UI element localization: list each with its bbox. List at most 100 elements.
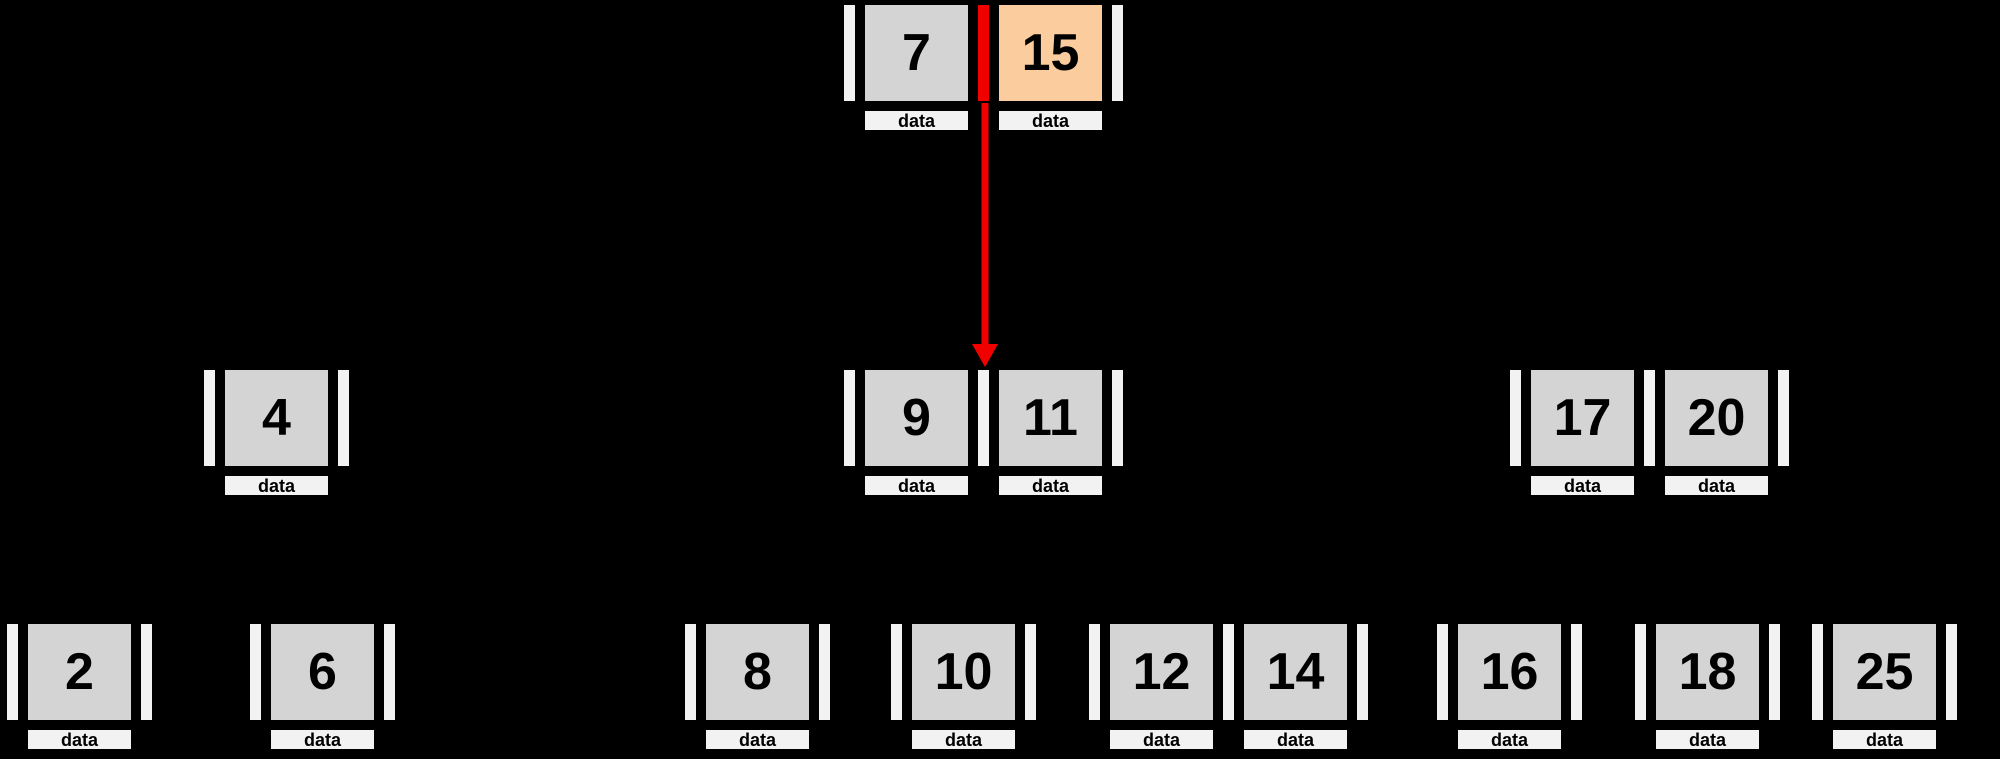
data-pointer-box: data	[223, 474, 330, 497]
pointer-slot	[1508, 368, 1523, 468]
data-pointer-label: data	[897, 475, 935, 496]
pointer-slot	[1633, 622, 1648, 722]
key-cell-highlighted: 15	[997, 3, 1104, 103]
data-pointer-box: data	[1242, 728, 1349, 751]
data-pointer-box: data	[1654, 728, 1761, 751]
pointer-slot	[1944, 622, 1959, 722]
key-value: 7	[902, 24, 931, 82]
data-pointer-label: data	[1490, 729, 1528, 750]
pointer-slot	[1435, 622, 1450, 722]
data-pointer-box: data	[1529, 474, 1636, 497]
data-pointer-box: data	[997, 474, 1104, 497]
key-value: 11	[1023, 389, 1078, 447]
pointer-slot	[1569, 622, 1584, 722]
key-cell: 4	[223, 368, 330, 468]
data-pointer-label: data	[1031, 475, 1069, 496]
pointer-slot	[842, 368, 857, 468]
data-pointer-label: data	[1031, 110, 1069, 131]
key-value: 17	[1553, 389, 1612, 447]
key-cell: 17	[1529, 368, 1636, 468]
data-pointer-box: data	[997, 109, 1104, 132]
data-pointer-label: data	[897, 110, 935, 131]
key-cell: 9	[863, 368, 970, 468]
data-pointer-box: data	[269, 728, 376, 751]
key-value: 14	[1266, 643, 1325, 701]
pointer-slot	[683, 622, 698, 722]
data-pointer-box: data	[1108, 728, 1215, 751]
key-cell: 11	[997, 368, 1104, 468]
data-pointer-box: data	[863, 109, 970, 132]
data-pointer-box: data	[704, 728, 811, 751]
pointer-slot	[1023, 622, 1038, 722]
data-pointer-label: data	[738, 729, 776, 750]
pointer-slot-highlighted	[976, 3, 991, 103]
data-pointer-box: data	[910, 728, 1017, 751]
key-cell: 7	[863, 3, 970, 103]
pointer-slot	[5, 622, 20, 722]
btree-node-root-7-15: 7 data 15 data	[842, 3, 1125, 132]
key-cell: 6	[269, 622, 376, 722]
data-pointer-label: data	[257, 475, 295, 496]
btree-node-leaf-6: 6 data	[248, 622, 397, 751]
key-value: 9	[902, 389, 931, 447]
pointer-slot	[889, 622, 904, 722]
key-value: 12	[1132, 643, 1191, 701]
data-pointer-label: data	[303, 729, 341, 750]
pointer-slot	[1087, 622, 1102, 722]
data-pointer-box: data	[1663, 474, 1770, 497]
data-pointer-label: data	[1563, 475, 1601, 496]
data-pointer-label: data	[1276, 729, 1314, 750]
pointer-slot	[842, 3, 857, 103]
pointer-slot	[1767, 622, 1782, 722]
pointer-slot	[1776, 368, 1791, 468]
data-pointer-box: data	[1456, 728, 1563, 751]
key-cell: 20	[1663, 368, 1770, 468]
pointer-slot	[1642, 368, 1657, 468]
pointer-slot	[976, 368, 991, 468]
data-pointer-box: data	[1831, 728, 1938, 751]
btree-node-leaf-8: 8 data	[683, 622, 832, 751]
pointer-slot	[1355, 622, 1370, 722]
data-pointer-label: data	[1865, 729, 1903, 750]
pointer-slot	[1810, 622, 1825, 722]
pointer-slot	[817, 622, 832, 722]
key-cell: 16	[1456, 622, 1563, 722]
key-cell: 14	[1242, 622, 1349, 722]
btree-node-internal-9-11: 9 data 11 data	[842, 368, 1125, 497]
key-value: 16	[1480, 643, 1539, 701]
btree-node-leaf-2: 2 data	[5, 622, 154, 751]
key-cell: 8	[704, 622, 811, 722]
data-pointer-label: data	[1142, 729, 1180, 750]
btree-node-leaf-10: 10 data	[889, 622, 1038, 751]
pointer-slot	[382, 622, 397, 722]
pointer-slot	[336, 368, 351, 468]
key-value: 2	[65, 643, 94, 701]
btree-node-internal-4: 4 data	[202, 368, 351, 497]
key-value: 4	[262, 389, 291, 447]
key-value: 10	[934, 643, 993, 701]
key-value: 6	[308, 643, 337, 701]
pointer-slot	[202, 368, 217, 468]
data-pointer-label: data	[60, 729, 98, 750]
btree-node-leaf-16: 16 data	[1435, 622, 1584, 751]
pointer-slot	[248, 622, 263, 722]
key-value: 20	[1687, 389, 1746, 447]
data-pointer-label: data	[944, 729, 982, 750]
pointer-slot	[139, 622, 154, 722]
btree-node-internal-17-20: 17 data 20 data	[1508, 368, 1791, 497]
key-value: 8	[743, 643, 772, 701]
key-value: 25	[1855, 643, 1914, 701]
arrow-head-icon	[972, 344, 998, 367]
data-pointer-box: data	[26, 728, 133, 751]
key-cell: 10	[910, 622, 1017, 722]
key-cell: 25	[1831, 622, 1938, 722]
key-cell: 12	[1108, 622, 1215, 722]
data-pointer-label: data	[1688, 729, 1726, 750]
pointer-slot	[1110, 368, 1125, 468]
key-value: 15	[1021, 24, 1080, 82]
data-pointer-label: data	[1697, 475, 1735, 496]
data-pointer-box: data	[863, 474, 970, 497]
key-cell: 2	[26, 622, 133, 722]
